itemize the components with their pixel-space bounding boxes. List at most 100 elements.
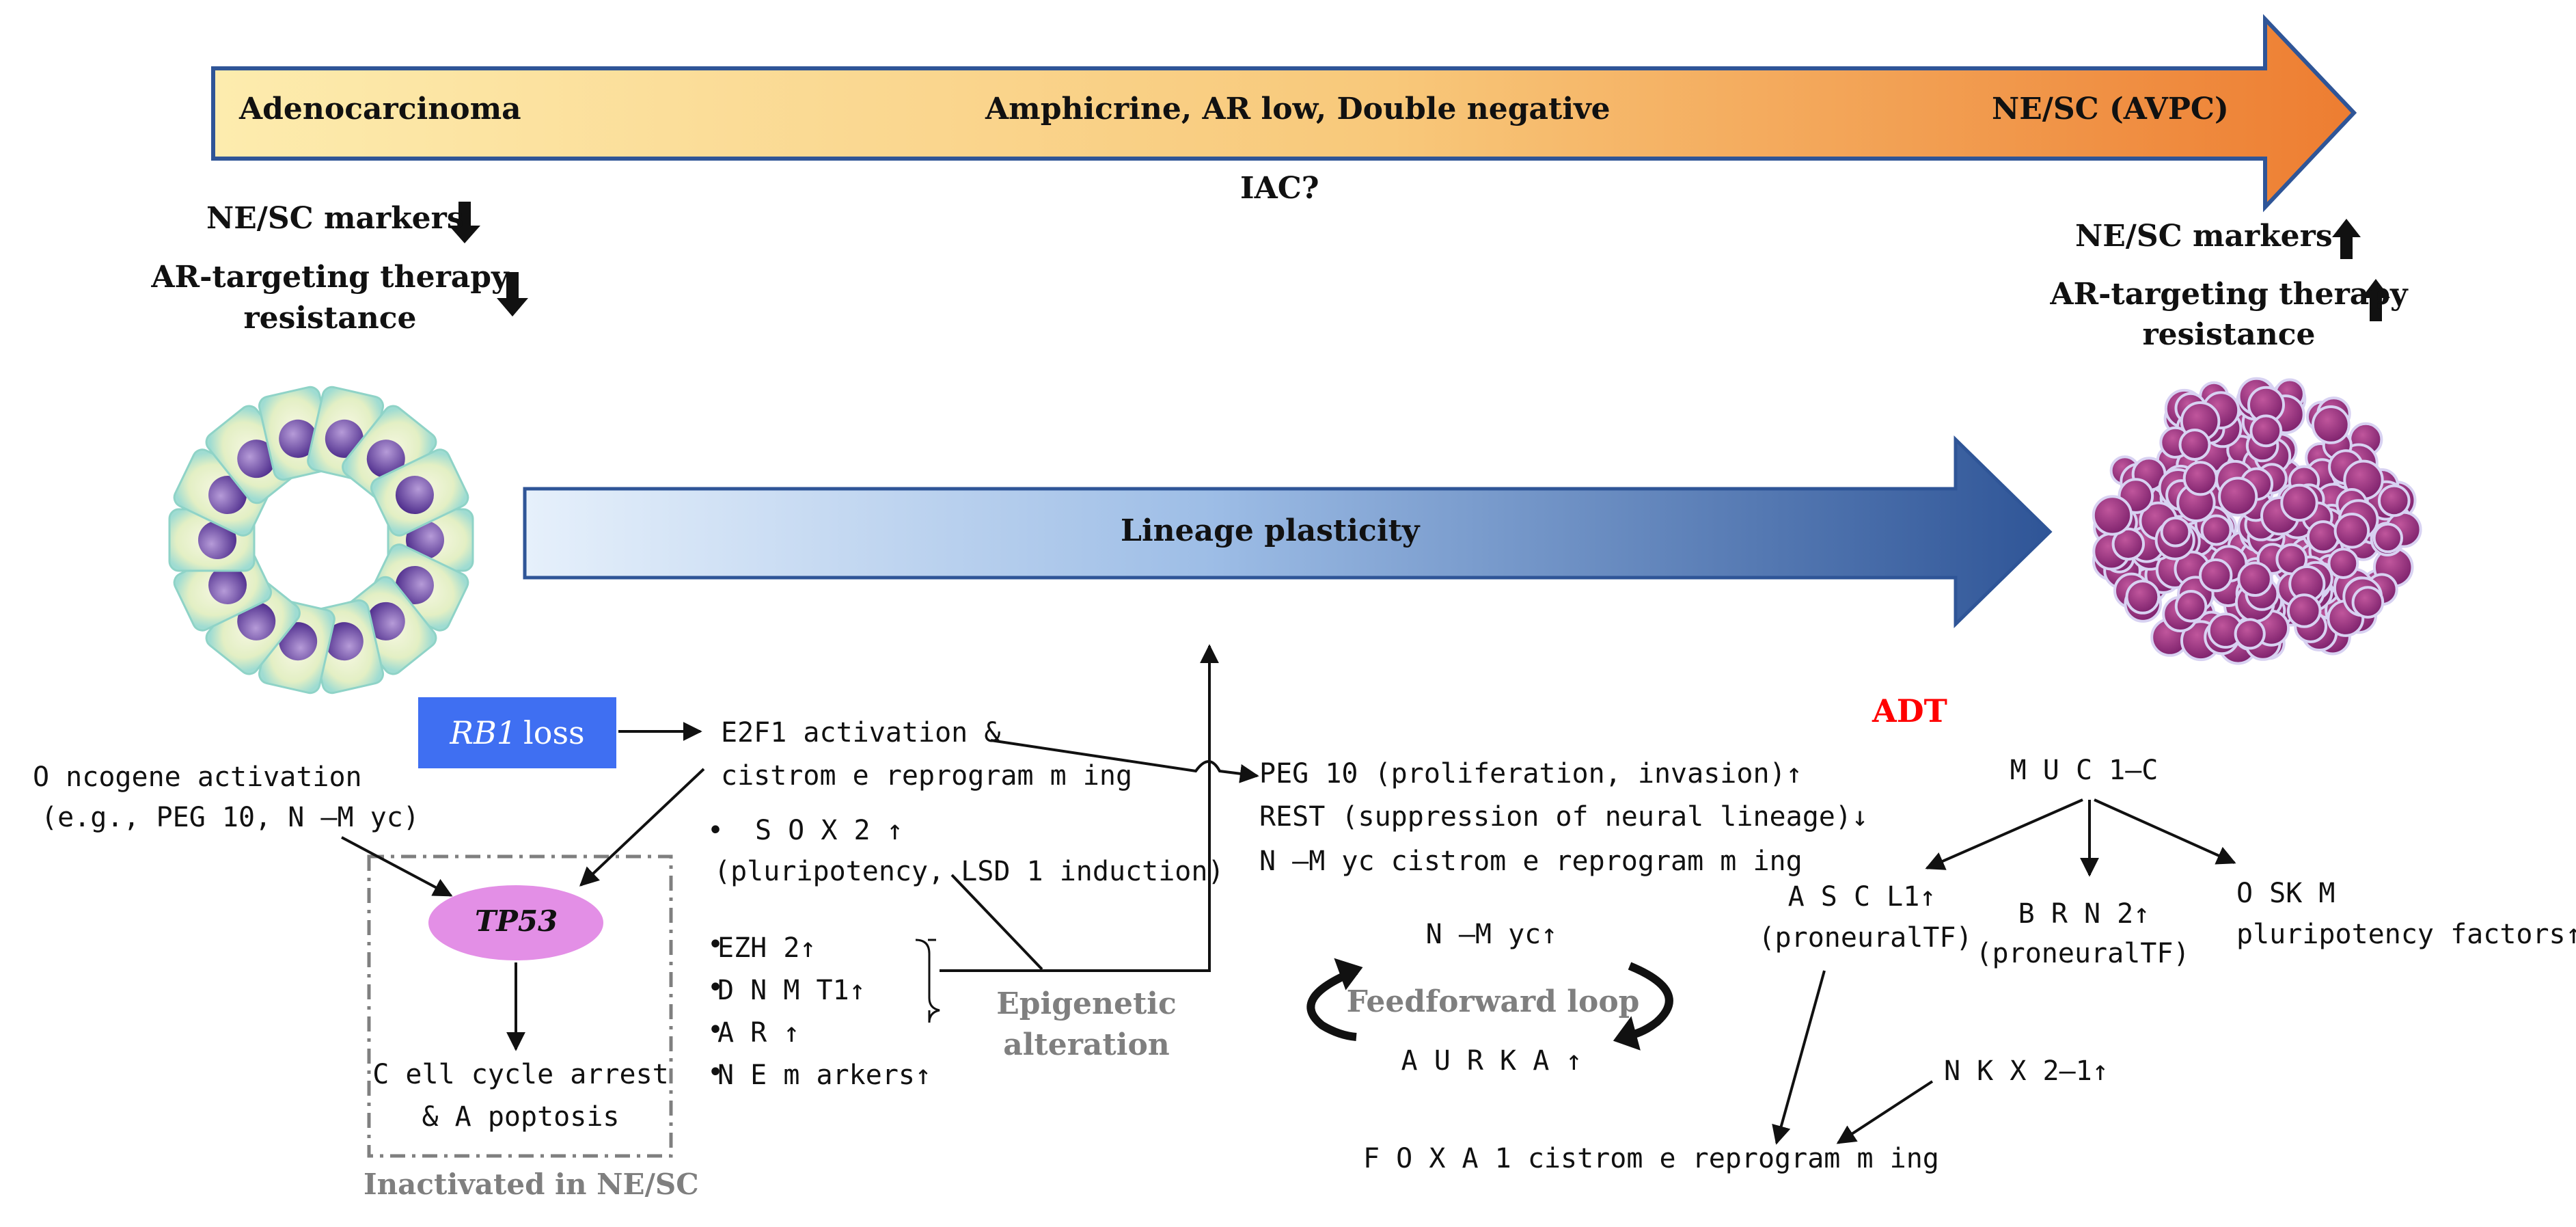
brn2-line1: B R N 2↑ xyxy=(2018,898,2150,930)
gland-cell xyxy=(342,576,437,675)
line-sox2-to-epigenetic xyxy=(950,874,1043,971)
iac-label: IAC? xyxy=(1240,171,1319,206)
oskm-line1: O SK M xyxy=(2236,878,2335,909)
cluster-cell xyxy=(2178,429,2211,461)
cluster-cell xyxy=(2111,527,2146,561)
adt-label: ADT xyxy=(1872,692,1947,729)
cluster-cell xyxy=(2286,593,2322,628)
stage-amphicrine: Amphicrine, AR low, Double negative xyxy=(985,92,1611,126)
sox2-line1: S O X 2 ↑ xyxy=(755,815,903,846)
arrow-nkx21-to-foxa1 xyxy=(1836,1080,1934,1144)
right-resistance-line2: resistance xyxy=(2142,317,2316,352)
cluster-cell xyxy=(2351,586,2385,619)
cell-cycle-line2: & A poptosis xyxy=(422,1101,620,1133)
brn2-line2: (proneuralTF) xyxy=(1975,938,2190,969)
rest-line: REST (suppression of neural lineage)↓ xyxy=(1259,801,1869,833)
stage-adenocarcinoma: Adenocarcinoma xyxy=(239,92,521,126)
rb1-gene: RB1 xyxy=(450,714,517,751)
cluster-cell xyxy=(2333,513,2370,549)
epigenetic-item-ar: A R ↑ xyxy=(717,1017,800,1049)
cluster-cell xyxy=(2306,520,2340,554)
cluster-cell xyxy=(2199,558,2233,593)
cluster-cell xyxy=(2174,590,2208,623)
cluster-cell xyxy=(2249,414,2283,448)
epigenetic-item-dnmt1: D N M T1↑ xyxy=(717,975,866,1006)
arrow-muc1c-to-oskm xyxy=(2094,798,2236,865)
arrow-oncogene-to-tp53 xyxy=(341,836,453,897)
oskm-line2: pluripotency factors↑ xyxy=(2236,919,2576,950)
ascl1-line2: (proneuralTF) xyxy=(1758,922,1973,954)
adenocarcinoma-gland-illustration xyxy=(168,386,474,695)
peg10-line: PEG 10 (proliferation, invasion)↑ xyxy=(1259,758,1803,790)
feedforward-left-arrow xyxy=(1306,967,1358,1041)
cluster-cell xyxy=(2327,548,2359,579)
epigenetic-label-line1: Epigenetic xyxy=(996,986,1177,1021)
epigenetic-item-ezh2: EZH 2↑ xyxy=(717,932,817,964)
arrow-epigenetic-to-lineage xyxy=(940,644,1219,972)
list-bullet: • xyxy=(707,1014,724,1046)
cluster-cell xyxy=(2372,522,2404,554)
nkx21-label: N K X 2–1↑ xyxy=(1944,1055,2109,1087)
nmyc-label: N –M yc↑ xyxy=(1425,919,1558,950)
inactivated-label: Inactivated in NE/SC xyxy=(364,1168,699,1201)
cluster-cell xyxy=(2182,461,2218,496)
gland-cell xyxy=(205,576,301,675)
ascl1-line1: A S C L1↑ xyxy=(1787,881,1936,913)
arrow-ascl1-to-foxa1 xyxy=(1772,970,1826,1145)
cluster-cell xyxy=(2218,476,2258,517)
epigenetic-item-ne-markers: N E m arkers↑ xyxy=(717,1060,932,1091)
feedforward-loop-label: Feedforward loop xyxy=(1346,984,1640,1019)
oncogene-line1: O ncogene activation xyxy=(33,761,362,793)
feedforward-left-arrowhead xyxy=(1334,958,1363,990)
arrow-muc1c-to-ascl1 xyxy=(1925,798,2083,870)
cluster-cell xyxy=(2311,405,2351,444)
lineage-plasticity-label: Lineage plasticity xyxy=(1121,513,1420,548)
cluster-cell xyxy=(2378,484,2411,517)
cluster-cell xyxy=(2092,495,2133,536)
tp53-ellipse xyxy=(428,885,603,960)
down-arrow-icon xyxy=(449,202,480,243)
cluster-cell xyxy=(2234,618,2266,650)
progression-arrow xyxy=(211,14,2357,213)
sox2-line2: (pluripotency, LSD 1 induction) xyxy=(714,856,1224,887)
list-bullet: • xyxy=(707,1057,724,1088)
down-arrow-icon xyxy=(497,272,528,316)
sox2-bullet: • xyxy=(707,815,724,846)
arrow-e2f1-to-tp53 xyxy=(579,768,705,887)
left-resistance-line2: resistance xyxy=(243,301,417,336)
foxa1-label: F O X A 1 cistrom e reprogram m ing xyxy=(1363,1143,1939,1174)
cluster-cell xyxy=(2160,516,2191,548)
stage-ne-sc: NE/SC (AVPC) xyxy=(1992,92,2229,126)
up-arrow-icon xyxy=(2332,219,2361,259)
gland-cell xyxy=(370,448,469,537)
right-ne-sc-markers: NE/SC markers xyxy=(2075,219,2333,254)
list-bullet: • xyxy=(707,972,724,1003)
oncogene-line2: (e.g., PEG 10, N –M yc) xyxy=(41,802,420,833)
e2f1-line2: cistrom e reprogram m ing xyxy=(721,760,1133,792)
aurka-label: A U R K A ↑ xyxy=(1401,1045,1582,1077)
epigenetic-label-line2: alteration xyxy=(1003,1027,1170,1062)
muc1c-label: M U C 1–C xyxy=(2010,755,2159,786)
tp53-label: TP53 xyxy=(475,904,558,938)
left-ne-sc-markers: NE/SC markers xyxy=(206,201,464,236)
cluster-cell xyxy=(2237,561,2273,597)
left-resistance-line1: AR-targeting therapy xyxy=(151,260,509,295)
lineage-plasticity-arrow xyxy=(523,435,2053,628)
cell-cycle-line1: C ell cycle arrest xyxy=(372,1059,669,1090)
nmyc-cistrome-line: N –M yc cistrom e reprogram m ing xyxy=(1259,846,1803,877)
up-arrow-icon xyxy=(2361,279,2390,321)
tp53-inactivation-box xyxy=(367,854,673,1158)
e2f1-line1: E2F1 activation & xyxy=(721,717,1001,749)
rb1-suffix: loss xyxy=(523,714,585,751)
cluster-cell xyxy=(2125,580,2161,615)
feedforward-right-arrowhead xyxy=(1613,1016,1641,1051)
cluster-cell xyxy=(2200,514,2232,546)
list-bullet: • xyxy=(707,929,724,960)
epigenetic-bracket xyxy=(915,939,940,1023)
cluster-cell xyxy=(2280,483,2318,522)
ne-sc-cluster-illustration xyxy=(2092,377,2422,665)
right-resistance-line1: AR-targeting therapy xyxy=(2050,277,2408,312)
